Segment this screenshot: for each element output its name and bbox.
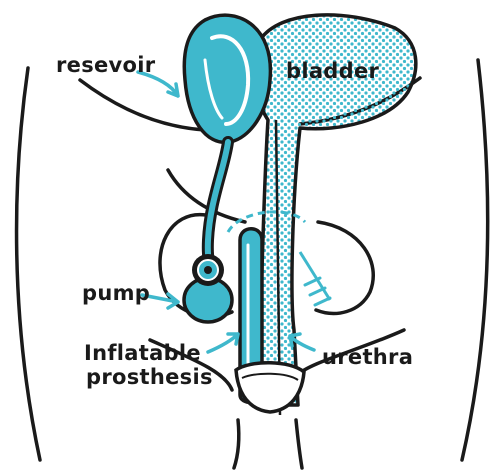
urethra-label: urethra (322, 345, 413, 369)
pump (184, 254, 232, 322)
prosthesis-arrow (208, 334, 238, 352)
pump-label: pump (82, 281, 150, 305)
bladder-label: bladder (286, 59, 380, 83)
prosthesis-label-line2: prosthesis (86, 365, 213, 389)
reservoir-label: resevoir (56, 53, 156, 77)
prosthesis-label-line1: Inflatable (84, 341, 201, 365)
